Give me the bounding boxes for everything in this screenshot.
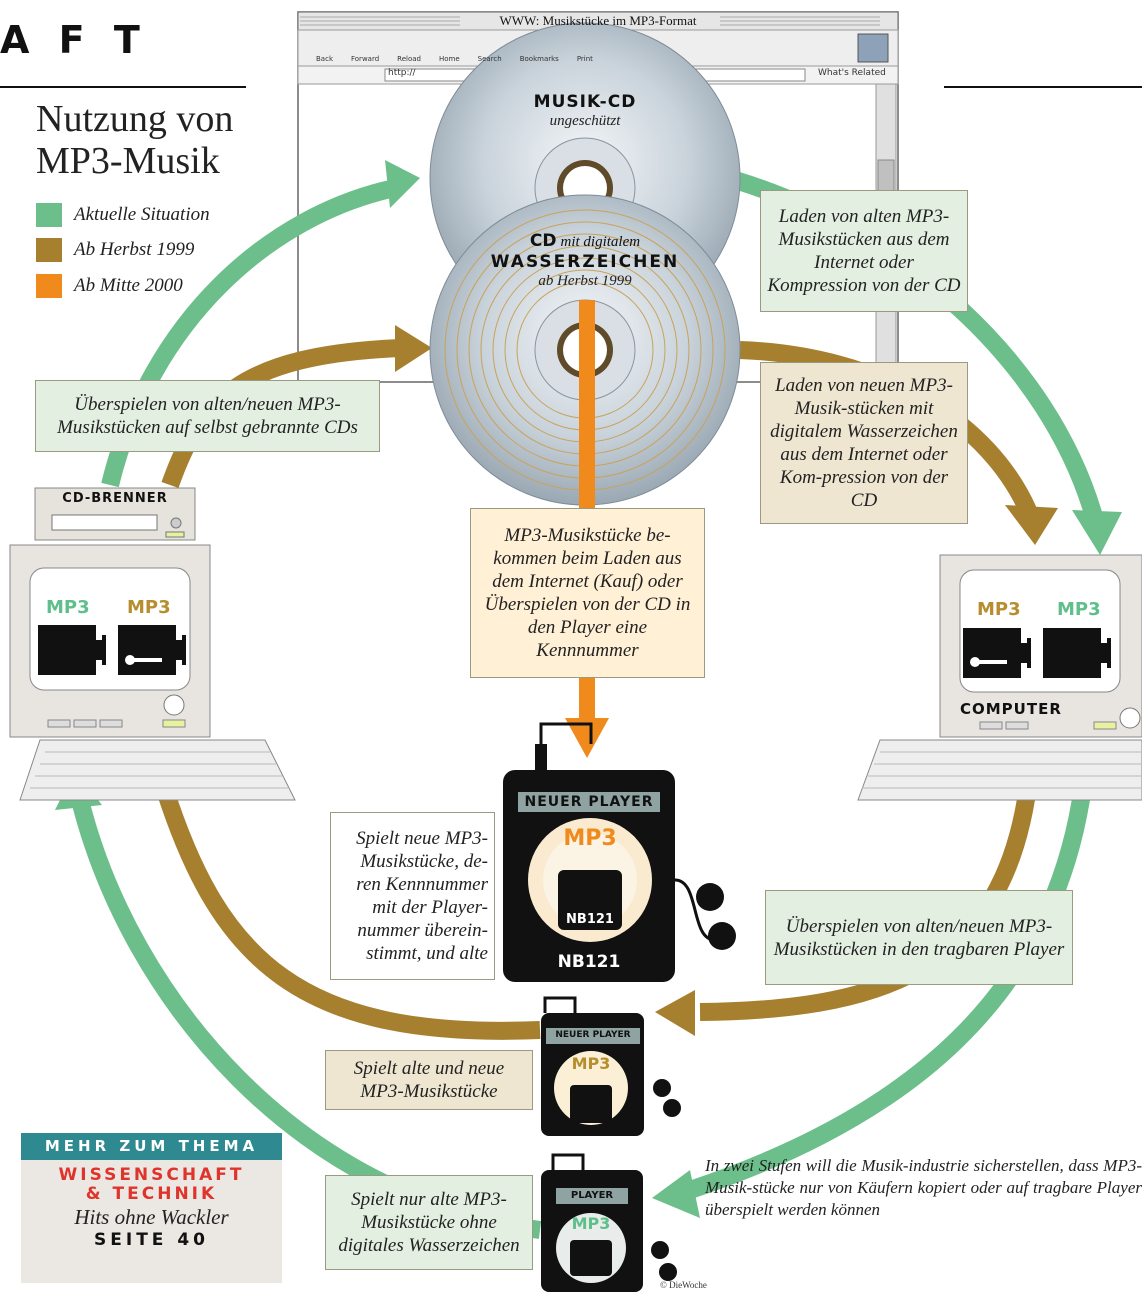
more-page: SEITE 40 [94,1230,209,1250]
player-small-label: PLAYER [570,1190,614,1201]
cd2-label-a2: mit digitalem [560,234,641,250]
browser-related[interactable]: What's Related [818,68,886,78]
burner-label: CD-BRENNER [62,491,168,506]
box-load-old: Laden von alten MP3-Musikstücken aus dem… [760,190,968,312]
browser-toolbar: Back Forward Reload Home Search Bookmark… [316,55,593,63]
legend-swatch-orange [36,274,62,298]
legend-item-orange: Ab Mitte 2000 [36,274,183,298]
more-section: WISSENSCHAFT & TECHNIK [58,1165,245,1204]
toolbar-search-button[interactable]: Search [477,55,502,63]
player-big-mp3: MP3 [563,826,617,851]
toolbar-bookmarks-button[interactable]: Bookmarks [519,55,559,63]
copyright: © DieWoche [660,1280,707,1290]
more-header: MEHR ZUM THEMA [21,1133,282,1160]
browser-address[interactable]: http:// [388,68,416,78]
box-plays-old: Spielt nur alte MP3-Musikstücke ohne dig… [325,1175,533,1270]
mp3-file-icons [38,625,1111,678]
mp3-label: MP3 [977,599,1021,620]
page-title: Nutzung von MP3-Musik [36,98,234,182]
cd-burner [34,487,196,541]
mp3-label: MP3 [127,597,171,618]
player-small-mp3: MP3 [571,1214,611,1233]
toolbar-forward-button[interactable]: Forward [351,55,380,63]
legend-label: Ab Herbst 1999 [74,239,195,260]
player-mid [541,996,681,1136]
more-article[interactable]: Hits ohne Wackler [74,1205,229,1229]
player-big-id-small: NB121 [566,912,614,927]
toolbar-reload-button[interactable]: Reload [397,55,421,63]
legend-item-brown: Ab Herbst 1999 [36,238,194,262]
cd1-sub: ungeschützt [549,113,621,129]
header-fragment: A F T [0,18,148,62]
legend-label: Ab Mitte 2000 [74,275,183,296]
more-box: MEHR ZUM THEMA WISSENSCHAFT & TECHNIK Hi… [21,1133,282,1283]
player-mid-mp3: MP3 [571,1054,611,1073]
toolbar-back-button[interactable]: Back [316,55,333,63]
cd2-label-line1: CD mit digitalem [485,231,685,251]
player-mid-label: NEUER PLAYER [555,1030,631,1040]
legend-label: Aktuelle Situation [74,204,210,225]
mp3-label: MP3 [46,597,90,618]
computer-label: COMPUTER [960,700,1062,718]
legend-swatch-green [36,203,62,227]
box-plays-both: Spielt alte und neue MP3-Musikstücke [325,1050,533,1110]
toolbar-print-button[interactable]: Print [576,55,593,63]
caption: In zwei Stufen will die Musik-industrie … [705,1156,1142,1219]
box-load-new: Laden von neuen MP3-Musik-stücken mit di… [760,362,968,524]
cd2-label-b: WASSERZEICHEN [490,252,680,272]
player-big-id: NB121 [557,952,621,972]
box-id-number: MP3-Musikstücke be-kommen beim Laden aus… [470,508,705,678]
legend-item-green: Aktuelle Situation [36,203,210,227]
cd2-sub: ab Herbst 1999 [538,273,632,289]
browser-title: WWW: Musikstücke im MP3-Format [499,13,697,28]
box-burn: Überspielen von alten/neuen MP3-Musikstü… [35,380,380,452]
cd1-label: MUSIK-CD [533,92,637,112]
orange-arrow-over-cd [579,300,595,510]
key-icons [125,655,1007,667]
box-new-player: Spielt neue MP3-Musikstücke, de-ren Kenn… [330,812,495,980]
player-small [541,1153,677,1292]
player-big [503,722,736,982]
player-big-label: NEUER PLAYER [524,794,654,810]
cd2-label-a: CD [529,231,557,251]
toolbar-home-button[interactable]: Home [438,55,460,63]
legend-swatch-brown [36,238,62,262]
box-transfer: Überspielen von alten/neuen MP3-Musikstü… [765,890,1073,985]
mp3-label: MP3 [1057,599,1101,620]
